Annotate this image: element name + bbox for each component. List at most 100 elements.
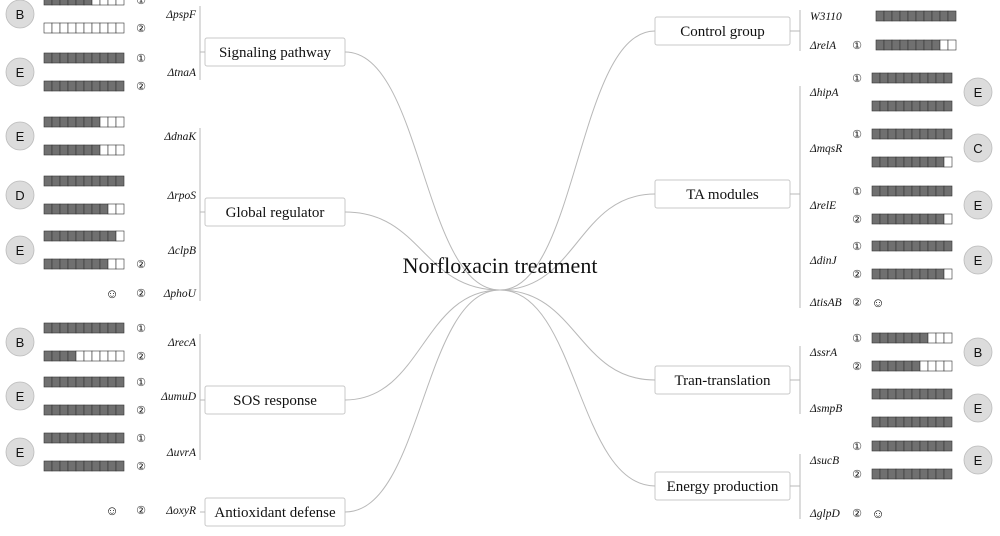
gene-label-right: ΔmqsR [809,143,842,155]
growth-bar [43,258,125,270]
bar-cell [107,175,117,187]
growth-bar [43,116,125,128]
bar-cell [927,156,937,168]
bar-cell [883,39,893,51]
result-badge: E [974,453,983,468]
growth-bar [875,39,957,51]
bar-cell [871,156,881,168]
bar-cell [91,322,101,334]
bar-cell [943,416,953,428]
bar-cell [919,440,929,452]
bar-cell [107,322,117,334]
connector-curve [344,289,501,513]
bar-cell [91,80,101,92]
bar-cell [59,432,69,444]
bar-cell [91,144,101,156]
bar-cell [895,360,905,372]
bar-cell [107,460,117,472]
bar-cell [107,258,117,270]
bar-cell [931,10,941,22]
row-number: ② [852,361,862,373]
bar-cell [91,376,101,388]
bar-cell [887,332,897,344]
bar-cell [927,100,937,112]
bar-cell [43,144,53,156]
bar-cell [59,230,69,242]
bar-cell [51,230,61,242]
bar-cell [903,128,913,140]
bar-cell [99,376,109,388]
bar-cell [75,230,85,242]
growth-bar [871,388,953,400]
bar-cell [43,116,53,128]
bar-cell [59,116,69,128]
bar-cell [75,144,85,156]
bar-cell [67,376,77,388]
category-left-2: SOS response [233,393,317,409]
bar-cell [91,230,101,242]
bar-cell [903,332,913,344]
bar-cell [75,322,85,334]
row-number: ② [136,505,146,517]
bar-cell [51,460,61,472]
bar-cell [927,213,937,225]
gene-label-left: ΔuvrA [166,447,197,459]
row-number: ① [136,0,146,7]
row-number: ② [136,461,146,473]
gene-label-right: ΔtisAB [809,297,842,309]
bar-cell [903,156,913,168]
bar-cell [895,100,905,112]
result-badge: E [974,401,983,416]
bar-cell [895,128,905,140]
smiley-icon: ☺ [105,503,118,518]
bar-cell [67,144,77,156]
center-title: Norfloxacin treatment [403,253,598,278]
bar-cell [99,258,109,270]
row-number: ① [852,333,862,345]
bar-cell [59,404,69,416]
bar-cell [919,128,929,140]
bar-cell [107,0,117,6]
bar-cell [927,332,937,344]
bar-cell [935,440,945,452]
row-number: ① [852,129,862,141]
gene-label-left: ΔoxyR [165,505,196,517]
bar-cell [83,116,93,128]
bar-cell [59,376,69,388]
bar-cell [895,388,905,400]
gene-label-right: ΔsucB [809,455,839,467]
connector-curve [499,289,656,487]
gene-label-left: ΔrecA [167,337,197,349]
bar-cell [99,22,109,34]
bar-cell [935,156,945,168]
gene-label-left: ΔumuD [160,391,197,403]
bar-cell [59,203,69,215]
gene-label-right: ΔdinJ [809,255,837,267]
bar-cell [879,268,889,280]
bar-cell [59,175,69,187]
gene-label-right: ΔrelA [809,40,837,52]
growth-bar [871,72,953,84]
bar-cell [903,360,913,372]
category-left-0: Signaling pathway [219,45,332,61]
bar-cell [911,213,921,225]
bar-cell [879,332,889,344]
bar-cell [51,258,61,270]
bar-cell [51,404,61,416]
bar-cell [67,116,77,128]
result-badge-circle [963,445,993,475]
bar-cell [911,185,921,197]
growth-bar [43,460,125,472]
row-number: ① [852,73,862,85]
bar-cell [51,350,61,362]
result-badge-circle [963,133,993,163]
bar-cell [919,156,929,168]
bar-cell [879,468,889,480]
bar-cell [99,144,109,156]
bar-cell [907,39,917,51]
growth-bar [43,52,125,64]
bar-cell [43,376,53,388]
bar-cell [83,0,93,6]
